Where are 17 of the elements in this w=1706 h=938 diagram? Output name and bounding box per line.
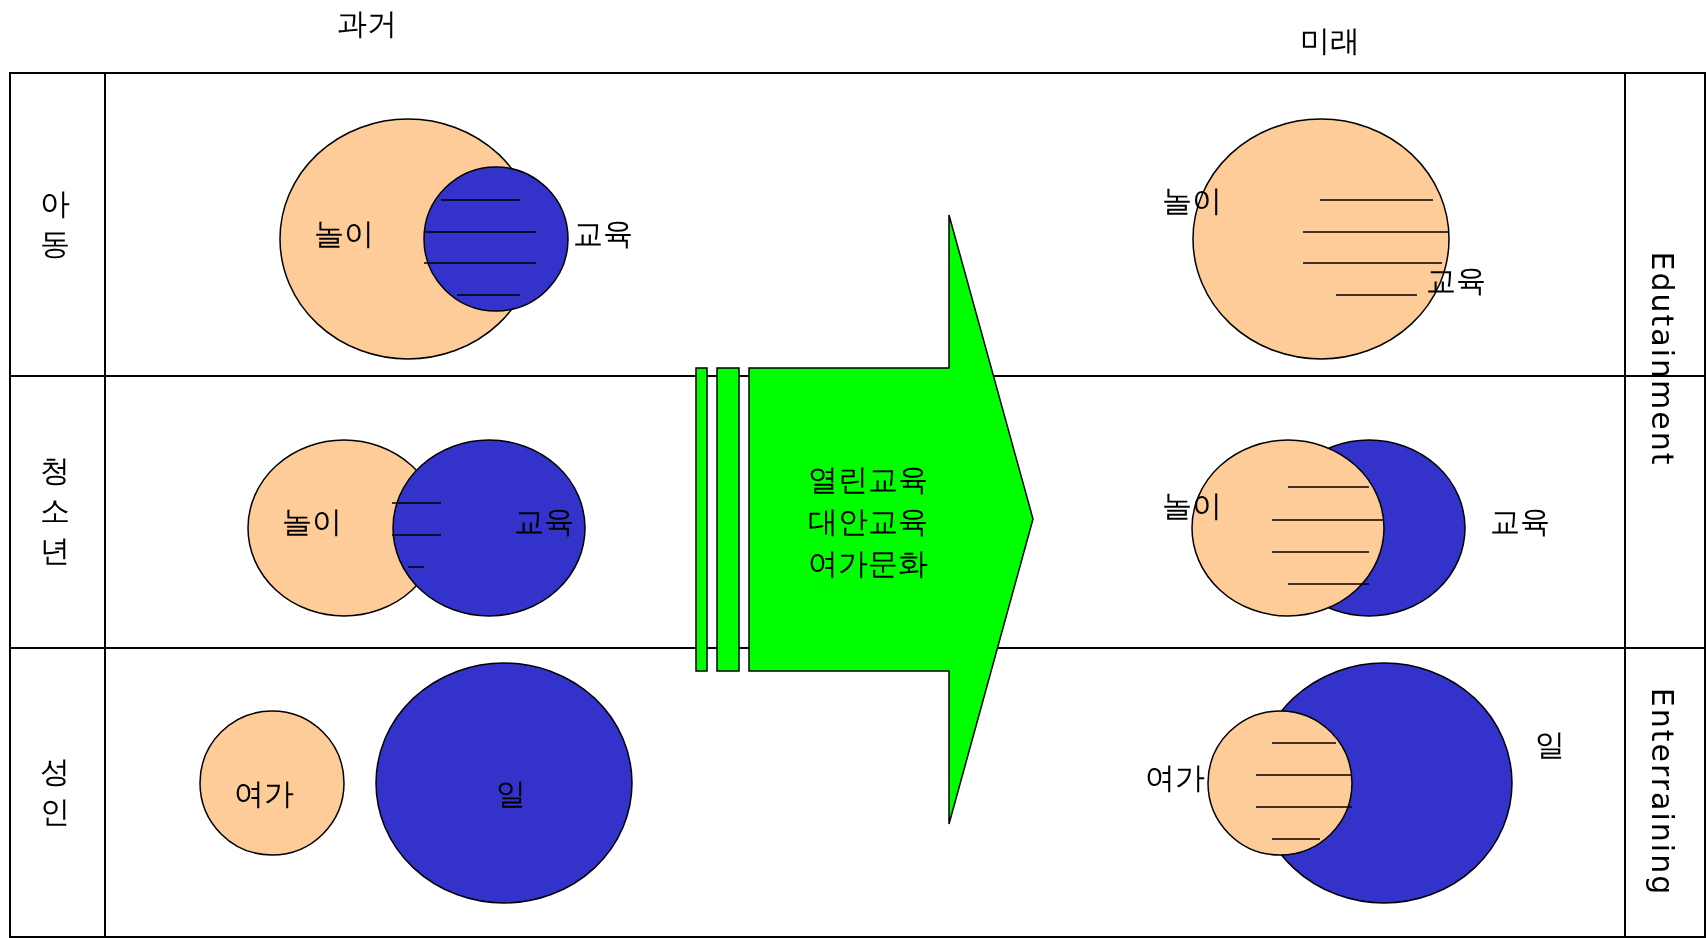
set-label: 교육 (1490, 504, 1550, 540)
set-label: 교육 (573, 216, 633, 252)
arrow-text: 열린교육 대안교육 여가문화 (807, 461, 929, 583)
set-label: 여가 (234, 776, 294, 812)
set-label: 일 (496, 776, 526, 812)
set-label: 놀이 (282, 504, 342, 540)
column-heading: 과거 (337, 6, 397, 42)
set-label: 일 (1535, 727, 1565, 763)
set-label: 여가 (1145, 760, 1205, 796)
column-heading: 미래 (1300, 23, 1360, 59)
set-label: 교육 (514, 504, 574, 540)
row-heading: 아동 (39, 185, 71, 263)
set-label: 놀이 (314, 216, 374, 252)
row-heading: 청소년 (39, 452, 71, 570)
category-label: Enterraining (1644, 687, 1680, 897)
row-heading: 성인 (39, 753, 71, 831)
category-label: Edutainment (1644, 251, 1680, 467)
